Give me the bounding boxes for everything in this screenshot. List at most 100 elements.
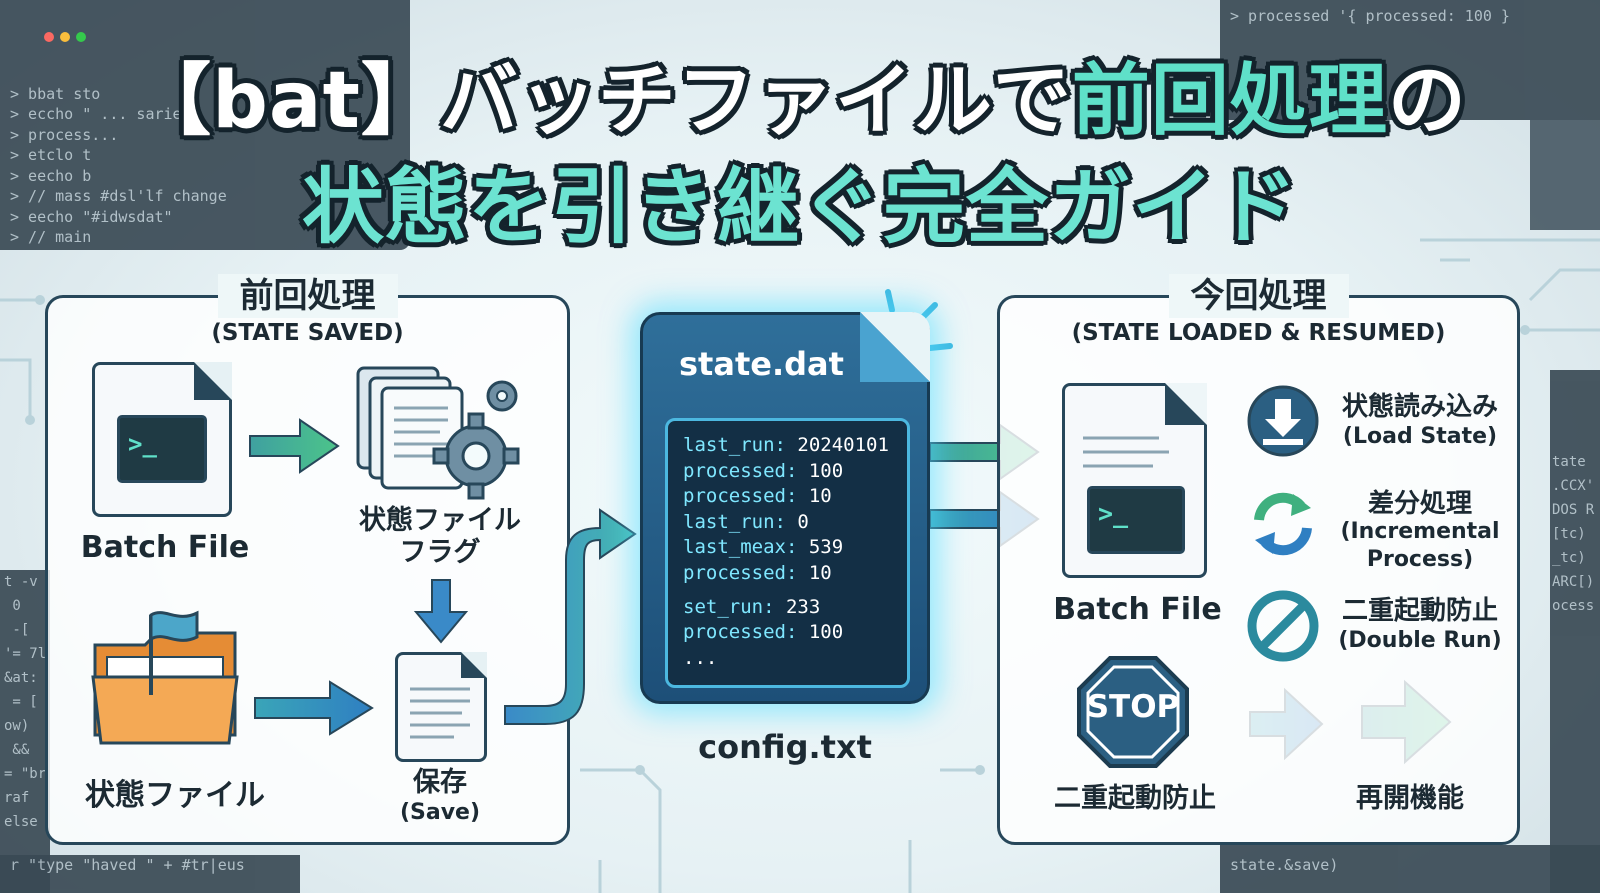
state-file-name: state.dat (679, 345, 844, 383)
background-code-line: > processed '{ processed: 100 } (1230, 7, 1510, 25)
page-title-line1: 【bat】バッチファイルで前回処理の (0, 38, 1600, 150)
batch-file-label: Batch File (80, 530, 250, 565)
background-code-line: DOS R (1552, 502, 1595, 518)
state-entry: processed: 100 (683, 620, 907, 646)
prohibit-icon (1247, 590, 1319, 662)
background-code-line: > eecho b (10, 166, 92, 185)
state-entry: processed: 10 (683, 561, 907, 587)
panel-heading-ja: 今回処理 (1168, 274, 1349, 318)
background-code-line: state.&save) (1230, 856, 1339, 874)
background-code-line: && (4, 742, 30, 758)
background-code-line: > eccho " ... saried" (10, 105, 200, 123)
state-value: 100 (808, 621, 844, 644)
background-code-bottom-right: state.&save) (1220, 845, 1600, 893)
feature-label-ja: 状態読み込み (1341, 392, 1498, 422)
background-code-window: > bbat sto > eccho " ... saried" > process… (0, 0, 410, 250)
state-value: 539 (808, 536, 844, 559)
arrow-right-icon (254, 680, 374, 736)
state-value: 10 (808, 485, 832, 508)
state-flags-label-line2: フラグ (399, 537, 481, 568)
background-code-line: r "type "haved " + #tr|eus (10, 856, 245, 874)
background-code-bottom: r "type "haved " + #tr|eus (0, 855, 300, 893)
background-code-text: > bbat sto > eccho " ... saried" > process… (10, 84, 400, 251)
background-code-line: > etclo t (10, 146, 92, 164)
background-code-line: 0 (4, 598, 21, 614)
config-file-caption: config.txt (698, 728, 872, 766)
background-code-text: > processed '{ processed: 100 } (1230, 6, 1590, 27)
background-code-line: > bbat sto (10, 84, 101, 103)
state-key: set_run: (683, 595, 786, 618)
terminal-prompt-icon: >_ (117, 415, 207, 483)
feature-load-state: 状態読み込み (Load State) (1330, 392, 1510, 452)
background-code-right: tate.CCX'DOS R[tc)_tc)ARC[)ocess (1550, 370, 1600, 893)
state-key: processed: (683, 561, 809, 584)
page-fold (194, 362, 232, 400)
state-key: processed: (683, 459, 809, 482)
state-ellipsis: ... (683, 646, 718, 669)
page-fold (461, 652, 487, 678)
page-fold (1165, 383, 1207, 425)
download-icon (1247, 385, 1319, 457)
panel-heading-en: (STATE LOADED & RESUMED) (1071, 320, 1446, 346)
background-code-line: raf (4, 790, 30, 806)
state-key: processed: (683, 485, 809, 508)
save-label-en: (Save) (399, 800, 481, 825)
state-key: last_run: (683, 434, 798, 456)
state-key: last_run: (683, 510, 798, 533)
page-title-line2: 状態を引き継ぐ完全ガイド (301, 160, 1298, 255)
background-code-line: &at: (4, 670, 38, 686)
double-run-prevention-label: 二重起動防止 (1054, 783, 1216, 814)
stop-octagon (1077, 656, 1189, 768)
background-code-line: [tc) (1552, 526, 1586, 542)
save-label: 保存 (Save) (380, 768, 500, 828)
terminal-prompt-icon: >_ (1087, 486, 1185, 554)
background-code-line: '= 7l (4, 646, 47, 662)
state-key: last_meax: (683, 536, 809, 559)
feature-label-en: (Double Run) (1338, 628, 1502, 653)
title-suffix: の (1387, 56, 1467, 146)
state-entry: last_meax: 539 (683, 535, 907, 561)
state-entry: last_run: 20240101 (683, 433, 907, 459)
background-code-line: .CCX' (1552, 478, 1595, 494)
batch-file-icon: >_ (92, 362, 232, 517)
feature-incremental-process: 差分処理 (Incremental Process) (1330, 490, 1510, 574)
background-code-line: > end h Stop (10, 248, 400, 251)
state-value: 20240101 (797, 434, 889, 456)
feature-label-ja: 二重起動防止 (1341, 596, 1498, 626)
save-label-ja: 保存 (413, 767, 467, 798)
batch-file-label: Batch File (1053, 592, 1222, 627)
state-entry: processed: 10 (683, 484, 907, 510)
background-code-line: > process... (10, 125, 119, 144)
background-code-text: state.&save) (1230, 855, 1600, 876)
refresh-icon (1254, 492, 1312, 556)
title-highlight: 前回処理 (1071, 56, 1388, 146)
background-code-panel (1530, 120, 1600, 230)
background-code-line: > // main (10, 228, 92, 246)
background-code-line: ow) (4, 718, 30, 734)
background-code-line: tate (1552, 454, 1586, 470)
state-entry: processed: 100 (683, 459, 907, 485)
curved-arrow-icon (504, 508, 637, 725)
background-code-line: > // mass #dsl'lf change (10, 187, 227, 205)
window-controls (8, 6, 92, 68)
batch-file-icon: >_ (1062, 383, 1207, 578)
stop-sign-text: STOP (1086, 689, 1180, 725)
arrow-right-icon (249, 418, 340, 474)
state-file-label: 状態ファイル (85, 778, 265, 813)
feature-label-en: (Load State) (1342, 424, 1498, 449)
text-lines (410, 687, 470, 739)
panel-heading: 今回処理 (STATE LOADED & RESUMED) (1000, 274, 1517, 346)
panel-heading-ja: 前回処理 (217, 274, 398, 318)
state-entry: set_run: 233 (683, 595, 907, 621)
state-flags-label-line1: 状態ファイル (359, 505, 521, 536)
background-code-window-right: > processed '{ processed: 100 } (1220, 0, 1600, 120)
background-code-line: -[ (4, 622, 30, 638)
background-code-line: _tc) (1552, 550, 1586, 566)
feature-label-en: (Incremental (1340, 519, 1500, 544)
background-code-line: else (4, 814, 38, 830)
